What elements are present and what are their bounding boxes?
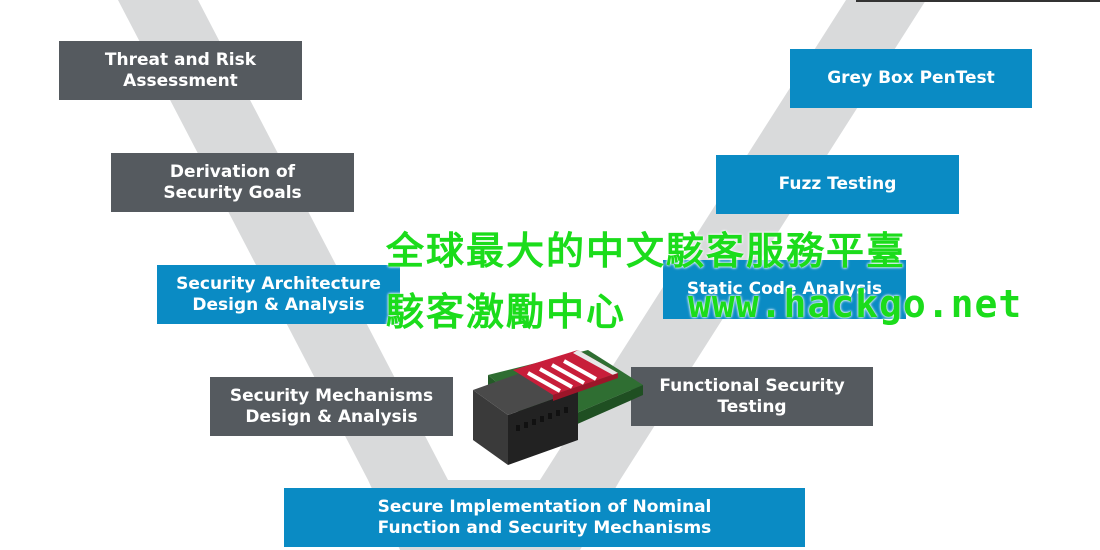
threat-risk-assessment-label: Threat and Risk Assessment (104, 49, 257, 91)
security-architecture-label: Security Architecture Design & Analysis (176, 273, 381, 315)
secure-implementation-box: Secure Implementation of Nominal Functio… (284, 488, 805, 547)
security-mechanisms-box: Security Mechanisms Design & Analysis (210, 377, 453, 436)
static-code-analysis-label: Static Code Analysis (686, 279, 883, 299)
grey-box-pentest-box: Grey Box PenTest (790, 49, 1032, 108)
ecu-circuit-board-illustration (473, 350, 643, 465)
watermark-line-2: 駭客激勵中心 (386, 289, 627, 334)
secure-implementation-label: Secure Implementation of Nominal Functio… (377, 496, 712, 538)
threat-risk-assessment-box: Threat and Risk Assessment (59, 41, 302, 100)
fuzz-testing-label: Fuzz Testing (778, 174, 897, 194)
v-right-arm (540, 0, 926, 480)
security-mechanisms-label: Security Mechanisms Design & Analysis (229, 385, 434, 427)
derivation-security-goals-box: Derivation of Security Goals (111, 153, 354, 212)
security-architecture-box: Security Architecture Design & Analysis (157, 265, 400, 324)
watermark-line-1: 全球最大的中文駭客服務平臺 (386, 228, 907, 273)
functional-security-testing-label: Functional Security Testing (659, 375, 845, 417)
grey-box-pentest-label: Grey Box PenTest (827, 68, 995, 88)
fuzz-testing-box: Fuzz Testing (716, 155, 959, 214)
derivation-security-goals-label: Derivation of Security Goals (163, 161, 302, 203)
watermark-url[interactable]: www.hackgo.net (688, 282, 1023, 326)
functional-security-testing-box: Functional Security Testing (631, 367, 873, 426)
static-code-analysis-box: Static Code Analysis (663, 260, 906, 319)
v-left-arm (118, 0, 448, 480)
top-divider-line (856, 0, 1100, 2)
